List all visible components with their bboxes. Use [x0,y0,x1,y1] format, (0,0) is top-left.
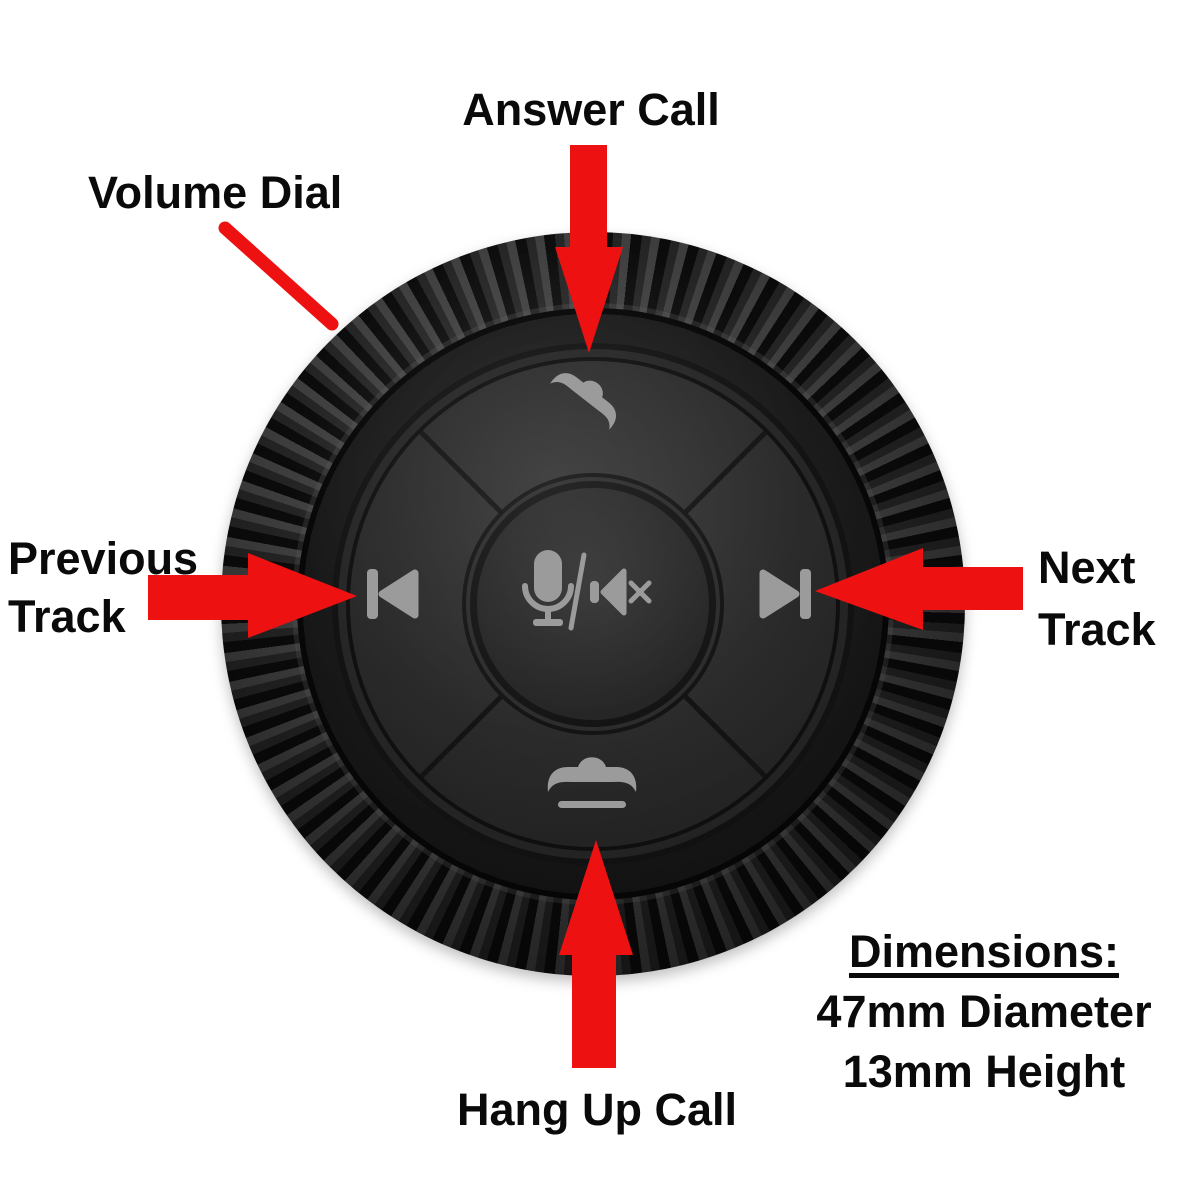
dimensions-height: 13mm Height [842,1046,1126,1097]
dimensions-heading: Dimensions: [848,926,1120,977]
previous-track-label: Previous Track [8,530,198,646]
dimensions-diameter: 47mm Diameter [816,986,1152,1037]
dimensions-block: Dimensions: 47mm Diameter 13mm Height [816,922,1151,1102]
volume-dial-label: Volume Dial [88,167,343,218]
previous-track-label-line1: Previous [8,533,199,584]
answer-call-label: Answer Call [462,84,720,135]
center-button [477,488,709,720]
media-button-controller [221,232,965,976]
next-track-label-line1: Next [1038,542,1136,593]
next-track-label: Next Track [1038,537,1156,661]
next-track-label-line2: Track [1038,604,1156,655]
previous-track-label-line2: Track [8,591,126,642]
hang-up-call-label: Hang Up Call [456,1084,738,1135]
